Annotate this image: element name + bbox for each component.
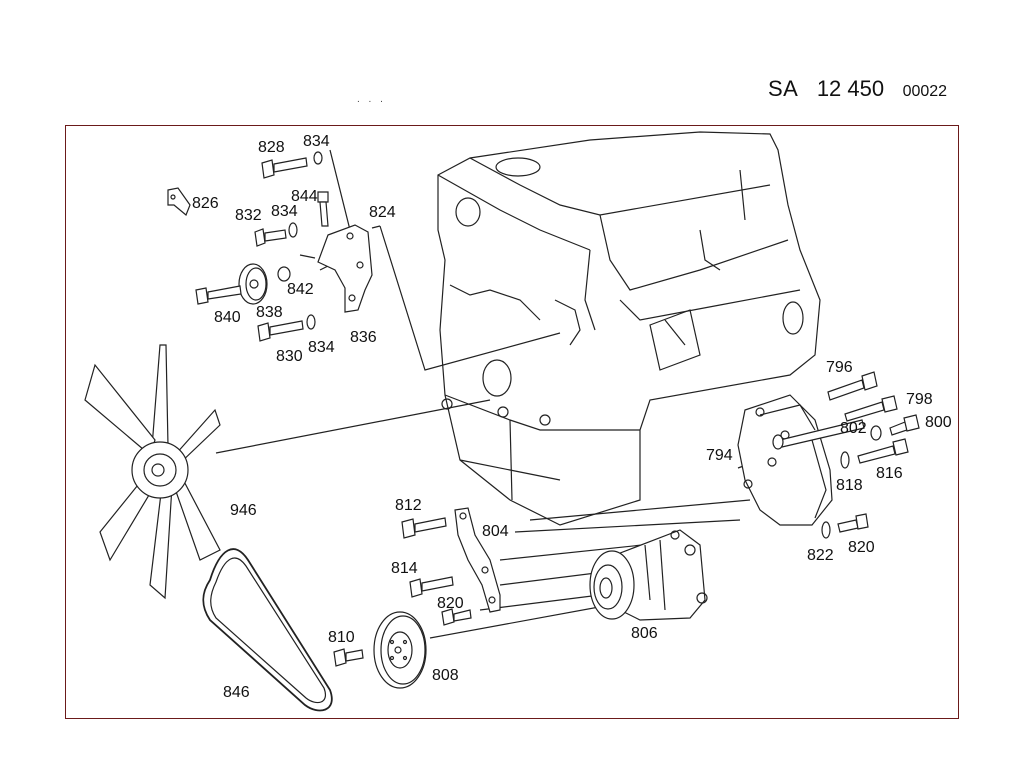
part-labels: 828 834 826 844 832 834 824 842 840 838 … [192,133,952,701]
label-838: 838 [256,304,283,321]
label-802: 802 [840,420,867,437]
header-dots: . . . [357,94,386,105]
label-834a: 834 [303,133,330,150]
bolt-810-icon[interactable] [333,648,364,667]
drawing-code: SA [768,76,799,101]
pump-icon[interactable] [589,529,708,621]
engine-block [437,131,821,526]
label-806: 806 [631,625,658,642]
belt-icon[interactable] [202,548,333,712]
label-824: 824 [369,204,396,221]
drawing-number: 12 450 [816,76,885,101]
fan-icon[interactable] [84,344,221,600]
bolt-796-icon[interactable] [827,371,878,401]
bracket-836-icon[interactable] [317,224,373,313]
washer-834-icon[interactable] [313,151,323,165]
label-820b: 820 [437,595,464,612]
idler-pulley-icon[interactable] [238,263,268,305]
label-814: 814 [391,560,418,577]
label-816: 816 [876,465,903,482]
bolt-798-icon[interactable] [844,395,898,422]
label-820a: 820 [848,539,875,556]
diagram-frame [65,125,959,719]
washer-834c-icon[interactable] [306,314,316,330]
label-794: 794 [706,447,733,464]
label-798: 798 [906,391,933,408]
bolt-816-icon[interactable] [857,438,909,464]
label-844: 844 [291,188,318,205]
label-834c: 834 [308,339,335,356]
bolt-844-icon[interactable] [317,191,329,227]
label-812: 812 [395,497,422,514]
label-946: 946 [230,502,257,519]
sheet-number: 00022 [902,83,948,100]
washer-834b-icon[interactable] [288,222,298,238]
label-846: 846 [223,684,250,701]
label-796: 796 [826,359,853,376]
bracket-804-icon[interactable] [454,507,501,613]
bolt-830-icon[interactable] [257,320,304,342]
label-832: 832 [235,207,262,224]
bracket-794-icon[interactable] [737,394,833,526]
label-808: 808 [432,667,459,684]
label-818: 818 [836,477,863,494]
label-834b: 834 [271,203,298,220]
bolt-820b-icon[interactable] [441,608,472,626]
label-836: 836 [350,329,377,346]
leader-lines [215,149,761,639]
label-804: 804 [482,523,509,540]
label-826: 826 [192,195,219,212]
bolt-840-icon[interactable] [195,285,242,305]
label-810: 810 [328,629,355,646]
bolt-820a-icon[interactable] [837,513,869,533]
washer-802-icon[interactable] [870,425,882,441]
pulley-icon[interactable] [373,611,427,689]
clip-826-icon[interactable] [167,187,191,216]
label-800: 800 [925,414,952,431]
washer-818-icon[interactable] [840,451,850,469]
washer-822-icon[interactable] [821,521,831,539]
label-830: 830 [276,348,303,365]
bolt-832-icon[interactable] [254,228,287,247]
label-822: 822 [807,547,834,564]
bolt-800-icon[interactable] [889,414,920,436]
label-840: 840 [214,309,241,326]
drawing-header: SA 12 450 00022 [768,76,947,104]
bolt-814-icon[interactable] [409,576,454,598]
label-842: 842 [287,281,314,298]
nut-842-icon[interactable] [277,266,291,282]
label-828: 828 [258,139,285,156]
bolt-828-icon[interactable] [261,157,308,179]
bolt-812-icon[interactable] [401,517,447,539]
bolt-802-icon[interactable] [772,419,865,450]
